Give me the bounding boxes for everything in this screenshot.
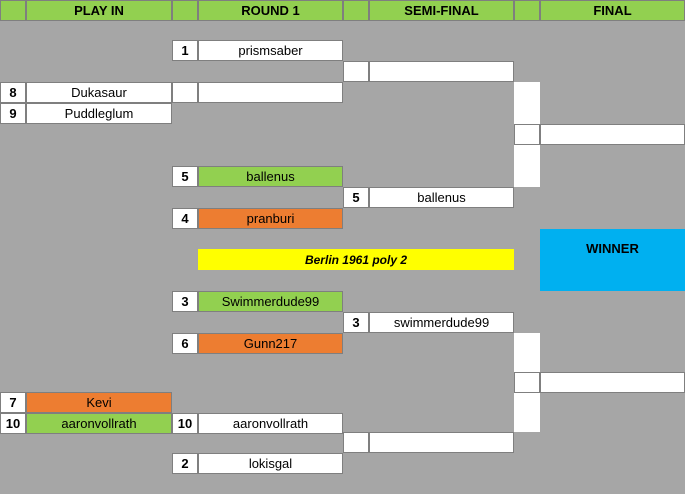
header-play-in: PLAY IN [26,0,172,21]
play-in-seed[interactable]: 9 [0,103,26,124]
round1-seed[interactable]: 4 [172,208,198,229]
round1-seed[interactable]: 5 [172,166,198,187]
round1-seed[interactable]: 6 [172,333,198,354]
header-spacer [343,0,369,21]
round1-team[interactable]: pranburi [198,208,343,229]
header-final: FINAL [540,0,685,21]
semi-seed[interactable] [343,432,369,453]
round1-team[interactable]: Gunn217 [198,333,343,354]
header-corner [0,0,26,21]
play-in-seed[interactable]: 7 [0,392,26,413]
bracket-connector [514,393,540,432]
header-spacer [172,0,198,21]
final-team[interactable] [540,372,685,393]
bracket-connector [514,333,540,372]
semi-team[interactable]: swimmerdude99 [369,312,514,333]
round1-seed[interactable]: 1 [172,40,198,61]
play-in-team[interactable]: aaronvollrath [26,413,172,434]
final-seed[interactable] [514,372,540,393]
semi-team[interactable] [369,432,514,453]
bracket-connector [514,82,540,124]
header-semi-final: SEMI-FINAL [369,0,514,21]
round1-seed[interactable]: 10 [172,413,198,434]
final-team[interactable] [540,124,685,145]
semi-seed[interactable]: 3 [343,312,369,333]
play-in-seed[interactable]: 10 [0,413,26,434]
round1-team[interactable]: ballenus [198,166,343,187]
play-in-team[interactable]: Dukasaur [26,82,172,103]
round1-seed[interactable]: 3 [172,291,198,312]
round1-team[interactable]: prismsaber [198,40,343,61]
semi-seed[interactable] [343,61,369,82]
play-in-seed[interactable]: 8 [0,82,26,103]
round1-seed[interactable] [172,82,198,103]
play-in-team[interactable]: Kevi [26,392,172,413]
final-seed[interactable] [514,124,540,145]
round1-seed[interactable]: 2 [172,453,198,474]
header-spacer [514,0,540,21]
bracket-connector [514,145,540,187]
semi-seed[interactable]: 5 [343,187,369,208]
round1-team[interactable]: lokisgal [198,453,343,474]
round1-team[interactable] [198,82,343,103]
semi-team[interactable] [369,61,514,82]
tournament-banner: Berlin 1961 poly 2 [198,249,514,270]
semi-team[interactable]: ballenus [369,187,514,208]
play-in-team[interactable]: Puddleglum [26,103,172,124]
round1-team[interactable]: Swimmerdude99 [198,291,343,312]
round1-team[interactable]: aaronvollrath [198,413,343,434]
winner-box: WINNER [540,229,685,291]
header-round1: ROUND 1 [198,0,343,21]
